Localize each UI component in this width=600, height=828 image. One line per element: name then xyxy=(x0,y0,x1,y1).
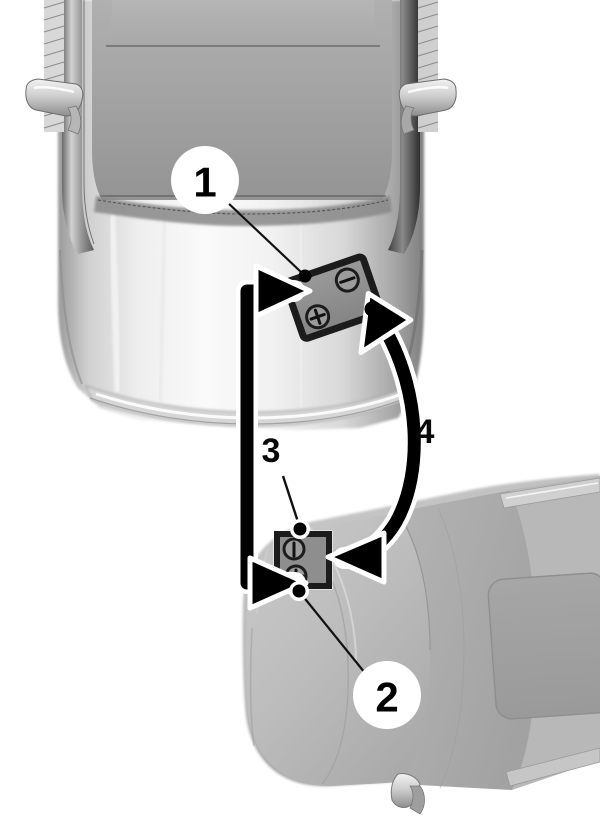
terminal-box-ground-terminal xyxy=(282,537,306,561)
positive-cable-arrow-upper xyxy=(253,263,313,319)
callout-4: 4 xyxy=(416,413,435,451)
upper-vehicle-cowl xyxy=(94,196,392,226)
upper-vehicle-mirror-right xyxy=(398,78,457,135)
upper-vehicle-mirror-left xyxy=(25,78,84,135)
lower-vehicle-sunroof xyxy=(487,572,600,720)
ground-cable-arrow-lower xyxy=(325,530,387,585)
callout-1-label: 1 xyxy=(193,159,216,206)
positive-cable-arrow-lower xyxy=(247,555,309,611)
callout-3-label: 3 xyxy=(262,432,281,470)
upper-vehicle-fender-left xyxy=(58,249,84,385)
callout-2-leader xyxy=(301,594,366,674)
battery-negative-terminal xyxy=(334,267,360,293)
callout-2: 2 xyxy=(289,581,421,729)
upper-vehicle-hood-creases xyxy=(108,205,358,419)
callout-1: 1 xyxy=(171,146,312,283)
lower-vehicle-front-edge xyxy=(249,627,255,747)
battery-positive-terminal xyxy=(305,304,331,330)
callout-1-badge xyxy=(171,146,239,214)
lower-vehicle-roof-rail-lower xyxy=(505,747,600,787)
callout-4-dot xyxy=(364,301,380,317)
callout-2-dot xyxy=(292,584,306,598)
lower-vehicle-roof-rail-upper xyxy=(499,477,600,509)
upper-vehicle-windshield xyxy=(92,0,392,200)
callout-3-leader xyxy=(281,475,301,526)
callout-4-label: 4 xyxy=(416,413,435,451)
callout-1-leader xyxy=(225,200,302,273)
lower-vehicle-mirror xyxy=(390,773,425,815)
callout-2-badge xyxy=(353,661,421,729)
callout-3: 3 xyxy=(262,432,310,539)
callout-3-dot xyxy=(293,522,307,536)
callout-1-dot xyxy=(298,269,312,283)
callout-2-label: 2 xyxy=(375,674,398,721)
